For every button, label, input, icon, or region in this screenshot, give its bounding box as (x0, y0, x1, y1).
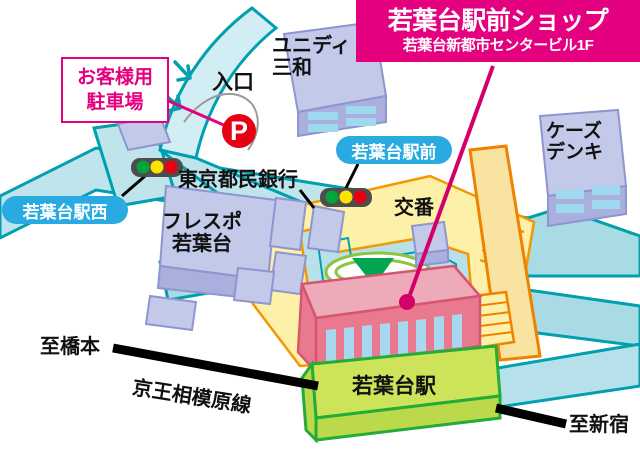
station-side (300, 359, 318, 444)
parking-marker-icon: P (222, 114, 256, 148)
label-to-hashimoto: 至橋本 (40, 336, 100, 358)
leader-shop-pointer (406, 65, 495, 301)
building-kezu-denki (538, 108, 628, 228)
building-bank-blocks (268, 196, 346, 296)
pill-station-front: 若葉台駅前 (336, 136, 452, 164)
label-entrance: 入口 (212, 71, 254, 94)
pill-station-west-label: 若葉台駅西 (22, 202, 108, 222)
label-kezu-line2: デンキ (546, 141, 604, 163)
label-to-shinjuku: 至新宿 (569, 414, 629, 436)
railway-line (112, 343, 568, 429)
traffic-signal-east (320, 188, 372, 207)
label-koban: 交番 (394, 197, 434, 219)
building-small-left (232, 266, 276, 306)
leader-station-front (342, 163, 360, 193)
parking-callout-line1: お客様用 (76, 67, 153, 88)
pill-station-west: 若葉台駅西 (2, 196, 128, 224)
leader-lines (163, 65, 495, 310)
header-banner: 若葉台駅前ショップ 若葉台新都市センタービル1F (356, 0, 640, 62)
rail-left-segment (112, 343, 319, 391)
label-unidy-line1: ユニディ (272, 35, 351, 57)
label-frespo-line1: フレスポ (162, 211, 242, 233)
building-left-edge (144, 294, 198, 332)
parking-callout-line2: 駐車場 (86, 92, 144, 113)
parking-marker-letter: P (229, 115, 248, 146)
target-shop-building (296, 264, 483, 376)
label-kezu-denki: ケーズ デンキ (546, 121, 604, 163)
label-unidy-line2: 三和 (272, 56, 312, 79)
label-frespo-wakabadai: フレスポ 若葉台 (162, 211, 242, 255)
leader-parking (163, 97, 227, 128)
entrance-driveway-2 (247, 103, 259, 151)
target-building-windows (326, 314, 462, 363)
parking-callout: お客様用 駐車場 (61, 57, 169, 123)
deck-ramp (468, 144, 542, 362)
label-wakabadai-station: 若葉台駅 (352, 375, 436, 398)
rail-right-segment (494, 403, 568, 429)
pill-station-front-label: 若葉台駅前 (351, 142, 437, 162)
label-frespo-line2: 若葉台 (172, 232, 232, 255)
label-unidy-sanwa: ユニディ 三和 (272, 35, 351, 79)
label-tokyo-tomin-bank: 東京都民銀行 (178, 169, 298, 191)
traffic-signal-west (131, 158, 183, 177)
leader-bank (298, 189, 316, 209)
header-subtitle: 若葉台新都市センタービル1F (402, 36, 594, 54)
header-title: 若葉台駅前ショップ (387, 6, 609, 35)
label-kezu-line1: ケーズ (546, 121, 603, 142)
plaza-tree-shape (352, 258, 394, 286)
entrance-driveway (183, 92, 253, 123)
leader-shop-endpoint (399, 294, 415, 310)
